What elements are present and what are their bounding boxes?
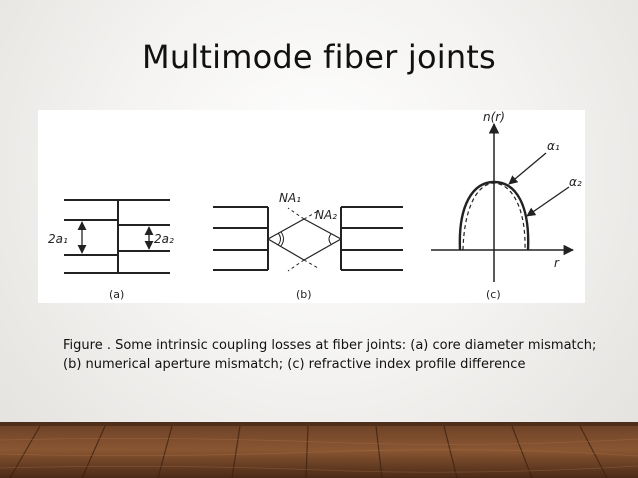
cone-1-lower-extension — [303, 259, 319, 269]
cone-2-lower-ray — [303, 238, 342, 261]
acceptance-angle-2-arc — [328, 233, 332, 245]
acceptance-angle-1-arc-inner — [280, 231, 284, 247]
alpha-1-pointer — [508, 152, 547, 185]
panel-c-label: (c) — [486, 288, 501, 301]
cone-2-lower-extension — [287, 259, 305, 272]
figure-diagram: 2a₁ 2a₂ (a) — [48, 110, 582, 301]
panel-c — [431, 122, 575, 282]
slide-title: Multimode fiber joints — [142, 38, 496, 76]
profile-alpha-2-curve — [462, 182, 526, 251]
cone-1-upper-ray — [267, 218, 305, 240]
na-2-label: NA₂ — [315, 208, 337, 222]
caption-line-1: Figure . Some intrinsic coupling losses … — [63, 338, 597, 353]
cone-1-lower-ray — [267, 238, 305, 261]
caption-line-2: (b) numerical aperture mismatch; (c) ref… — [63, 357, 526, 372]
na-1-label: NA₁ — [279, 191, 301, 205]
panel-a-label: (a) — [109, 288, 124, 301]
alpha-1-label: α₁ — [547, 139, 560, 153]
wood-floor-decoration — [0, 422, 638, 478]
core-1-label: 2a₁ — [48, 232, 68, 246]
cone-2-upper-extension — [287, 207, 305, 220]
core-2-label: 2a₂ — [154, 232, 174, 246]
cone-1-upper-extension — [303, 210, 319, 220]
r-axis-label: r — [554, 256, 560, 270]
figure-panel: 2a₁ 2a₂ (a) — [38, 110, 585, 303]
panel-b-label: (b) — [296, 288, 312, 301]
panel-a — [64, 199, 170, 274]
acceptance-angle-1-arc — [277, 232, 281, 246]
n-axis-label: n(r) — [483, 110, 505, 124]
alpha-2-pointer — [526, 186, 570, 217]
panel-b — [213, 206, 403, 272]
cone-2-upper-ray — [303, 218, 342, 240]
figure-caption: Figure . Some intrinsic coupling losses … — [63, 336, 603, 374]
profile-alpha-1-curve — [458, 180, 530, 251]
alpha-2-label: α₂ — [569, 175, 582, 189]
